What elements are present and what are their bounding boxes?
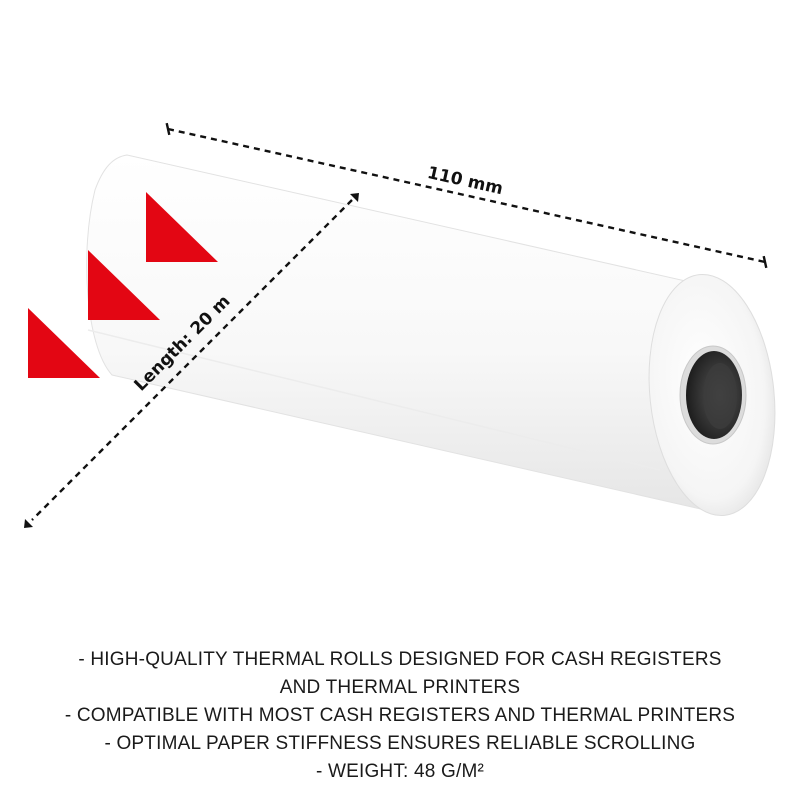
feature-line: - OPTIMAL PAPER STIFFNESS ENSURES RELIAB… bbox=[104, 733, 696, 754]
product-illustration: 110 mm Length: 20 m bbox=[24, 122, 776, 528]
roll-seam bbox=[87, 329, 661, 471]
width-dimension-label: 110 mm bbox=[425, 163, 504, 199]
feature-line: - WEIGHT: 48 G/M² bbox=[315, 761, 485, 782]
roll-core-inner bbox=[703, 363, 737, 429]
red-triangle-top bbox=[146, 192, 218, 262]
roll-body bbox=[86, 154, 706, 511]
red-triangle-bottom bbox=[28, 308, 100, 378]
arrow-head-top bbox=[350, 193, 359, 202]
feature-list: - HIGH-QUALITY THERMAL ROLLS DESIGNED FO… bbox=[0, 646, 800, 786]
width-dimension-line bbox=[167, 127, 766, 264]
feature-line: - COMPATIBLE WITH MOST CASH REGISTERS AN… bbox=[64, 705, 736, 726]
feature-line: - HIGH-QUALITY THERMAL ROLLS DESIGNED FO… bbox=[78, 649, 722, 670]
length-dimension-line bbox=[31, 199, 353, 521]
width-tick-right bbox=[762, 255, 768, 269]
red-triangle-middle bbox=[88, 250, 160, 320]
paper-roll bbox=[86, 154, 776, 517]
red-triangles bbox=[28, 192, 218, 378]
feature-line: AND THERMAL PRINTERS bbox=[279, 677, 521, 698]
arrow-head-bottom bbox=[24, 519, 33, 528]
width-tick-left bbox=[165, 122, 171, 136]
